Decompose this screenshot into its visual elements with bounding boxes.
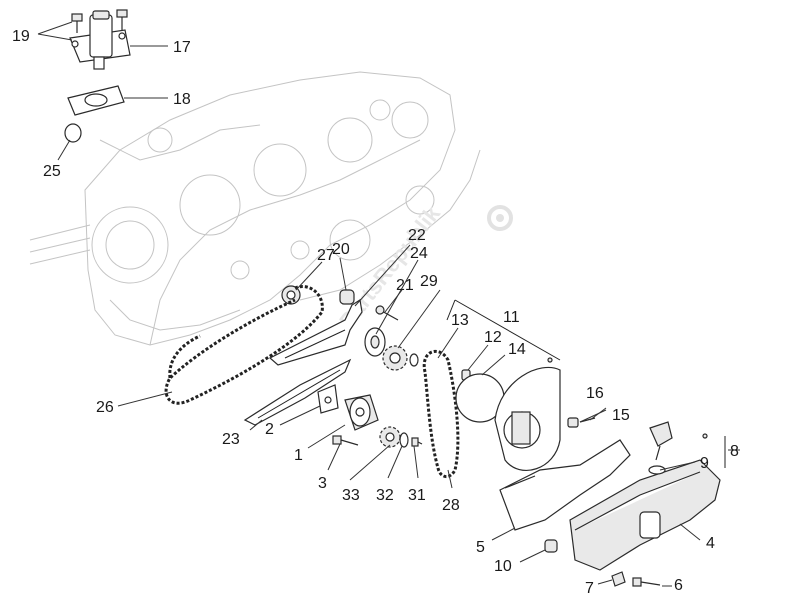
tensioner-body-part-17 [69, 10, 131, 70]
callout-13: 13 [451, 312, 469, 329]
gasket-part-18 [67, 85, 125, 116]
callout-labels: 19 17 18 25 27 20 22 21 24 29 26 23 2 1 … [12, 28, 739, 597]
callout-27: 27 [317, 247, 335, 264]
sprocket-part-27 [281, 285, 301, 305]
bolt-part-6 [632, 577, 661, 587]
callout-21: 21 [396, 277, 414, 294]
oil-pump-part-1 [344, 394, 379, 431]
callout-3: 3 [318, 475, 327, 492]
gasket-part-2 [317, 384, 339, 414]
callout-1: 1 [294, 447, 303, 464]
cover-gasket-part-5 [499, 439, 631, 531]
clip-part-7 [611, 571, 626, 587]
pump-chain-part-28 [422, 349, 460, 478]
callout-6: 6 [674, 577, 683, 594]
callout-22: 22 [408, 227, 426, 244]
crankcase-cover-part-4 [569, 459, 721, 571]
callout-15: 15 [612, 407, 630, 424]
pin-part-21 [375, 305, 399, 321]
callout-32: 32 [376, 487, 394, 504]
bush-part-15 [567, 417, 579, 428]
chain-slider-part-23 [243, 358, 352, 426]
chain-guide-part-22 [268, 299, 363, 366]
callout-12: 12 [484, 329, 502, 346]
callout-31: 31 [408, 487, 426, 504]
leader-lines [37, 21, 740, 587]
oil-pump-cover-part-11 [494, 357, 561, 471]
callout-10: 10 [494, 558, 512, 575]
engine-crankcase-outline [29, 71, 481, 346]
callout-2: 2 [265, 421, 274, 438]
bolt-part-19 [71, 9, 128, 33]
pump-gear-part-33 [379, 426, 401, 448]
o-ring-part-25 [64, 123, 82, 143]
callout-9: 9 [700, 455, 709, 472]
gear-part-29 [382, 345, 419, 371]
callout-8: 8 [730, 443, 739, 460]
callout-18: 18 [173, 91, 191, 108]
callout-11: 11 [503, 309, 520, 326]
callout-7: 7 [585, 580, 594, 597]
callout-23: 23 [222, 431, 240, 448]
bushing-part-20 [339, 289, 355, 305]
callout-20: 20 [332, 241, 350, 258]
washer-part-32 [399, 432, 409, 448]
screw-part-3 [332, 435, 359, 446]
callout-33: 33 [342, 487, 360, 504]
dipstick-cap-part-8 [649, 421, 708, 461]
screw-part-31 [411, 437, 423, 447]
callout-26: 26 [96, 399, 114, 416]
callout-17: 17 [173, 39, 191, 56]
timing-chain-part-26 [164, 285, 324, 405]
gear-watermark-icon [487, 205, 513, 231]
bush-part-10 [544, 539, 558, 553]
callout-14: 14 [508, 341, 526, 358]
callout-28: 28 [442, 497, 460, 514]
callout-4: 4 [706, 535, 715, 552]
callout-5: 5 [476, 539, 485, 556]
o-ring-part-9 [648, 465, 666, 475]
callout-24: 24 [410, 245, 428, 262]
assembly-bracket-11 [446, 299, 561, 361]
callout-29: 29 [420, 273, 438, 290]
callout-25: 25 [43, 163, 61, 180]
washer-part-24 [364, 327, 386, 357]
callout-19: 19 [12, 28, 30, 45]
callout-16: 16 [586, 385, 604, 402]
